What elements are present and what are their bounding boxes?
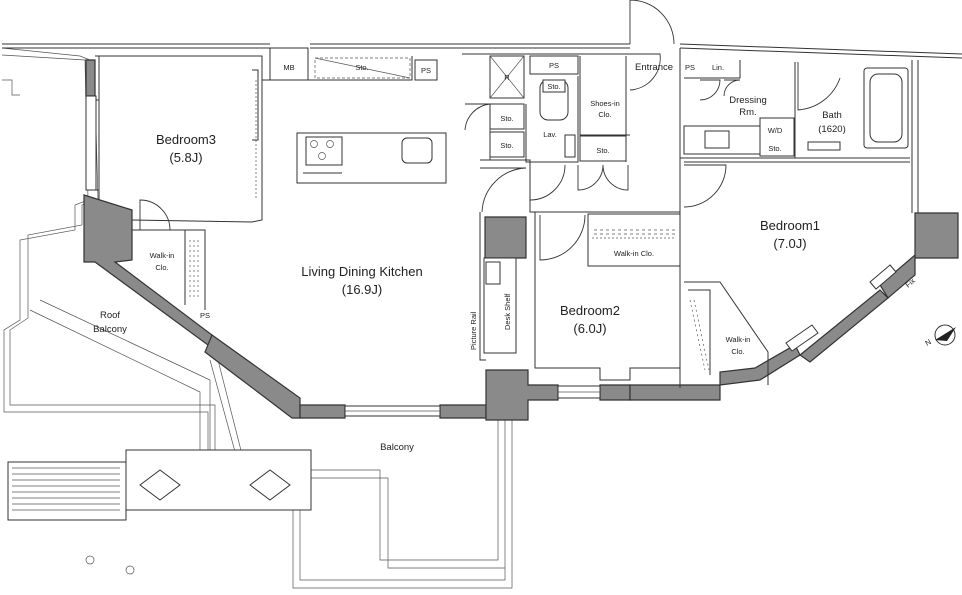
mb-label: MB [283,63,294,72]
balcony-name: Balcony [380,442,414,453]
room-labels: Bedroom3 (5.8J) Living Dining Kitchen (1… [93,95,846,453]
bedroom2-name: Bedroom2 [560,303,620,318]
bedroom3-size: (5.8J) [169,150,202,165]
walkin-clo-label: Walk-in Clo. [614,249,654,258]
bath-size: (1620) [818,124,845,135]
ps-label-entrance: PS [685,63,695,72]
ps-label-kitchen: PS [421,66,431,75]
windows [85,95,897,417]
top-facade [2,43,962,213]
ps-label-bedroom3: PS [200,311,210,320]
doors [139,0,841,261]
bedroom1-name: Bedroom1 [760,218,820,233]
picture-rail-label: Picture Rail [469,311,478,350]
ps-label-core: PS [549,61,559,70]
ldk-name: Living Dining Kitchen [301,264,422,279]
rooftop-equipment [7,449,312,575]
sto-label-toilet: Sto. [547,82,560,91]
bath-name: Bath [822,110,842,121]
walkin-label-b: Clo. [155,263,168,272]
interior-walls [95,47,910,388]
exterior-walls [83,59,959,421]
wd-label: W/D [768,126,783,135]
bedroom2-size: (6.0J) [573,321,606,336]
north-label: N [924,337,933,348]
sto-label-kitchen: Sto. [355,63,368,72]
dressing-name: Dressing [729,95,767,106]
lav-label: Lav. [543,130,557,139]
walkin-label-a: Walk-in [150,251,175,260]
closet-hangers [189,80,710,371]
ldk-size: (16.9J) [342,282,382,297]
walkin-label-d: Clo. [731,347,744,356]
dressing-name2: Rm. [739,107,756,118]
shoes-label-a: Shoes-in [590,99,620,108]
sto-label-1: Sto. [500,114,513,123]
walkin-label-c: Walk-in [726,335,751,344]
bedroom1-size: (7.0J) [773,236,806,251]
lin-label: Lin. [712,63,724,72]
fixture-labels: Entrance MB PS Sto. PS R Sto. Sto. Sto. … [150,61,933,356]
north-arrow-icon [934,324,956,346]
shoes-label-b: Clo. [598,110,611,119]
entrance-label: Entrance [635,62,673,73]
desk-shelf-label: Desk Shelf [503,293,512,330]
bedroom3-name: Bedroom3 [156,132,216,147]
roof-balcony-name: Roof [100,310,120,321]
sto-label-4: Sto. [768,144,781,153]
sto-label-2: Sto. [500,141,513,150]
sto-label-3: Sto. [596,146,609,155]
roof-balcony-name2: Balcony [93,324,127,335]
fridge-label: R [504,73,510,82]
